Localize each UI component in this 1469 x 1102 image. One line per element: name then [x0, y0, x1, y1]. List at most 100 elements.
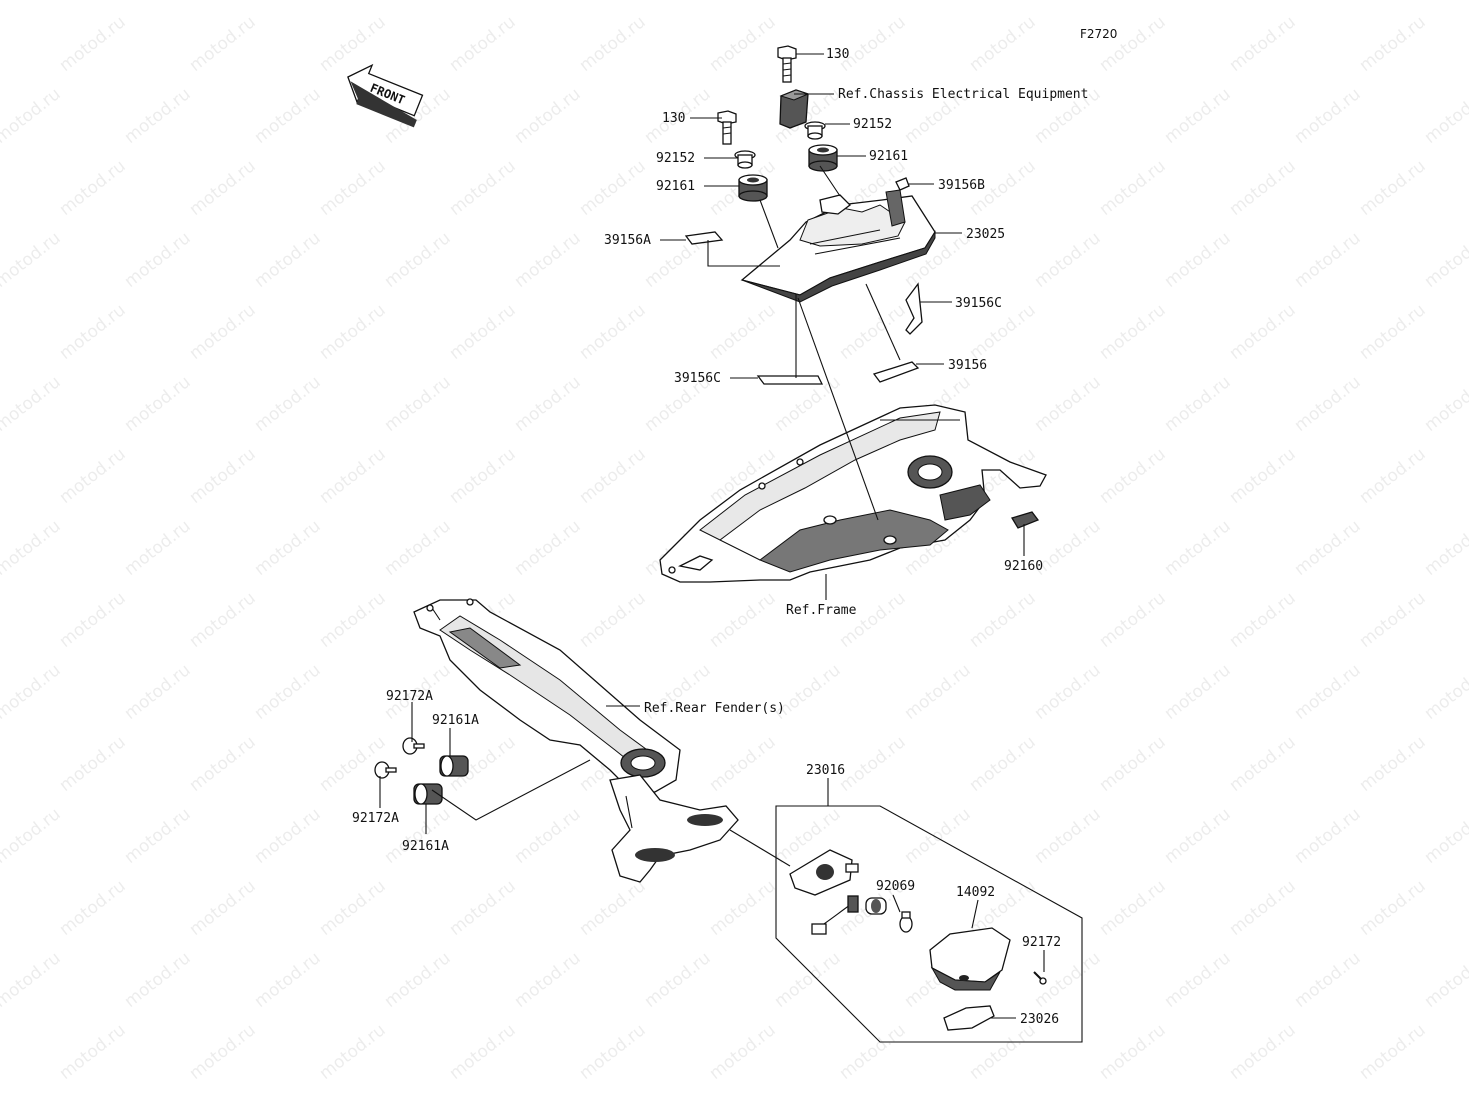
- watermark-text: motod.ru: [1291, 660, 1365, 724]
- watermark-text: motod.ru: [1096, 444, 1170, 508]
- watermark-text: motod.ru: [511, 0, 585, 4]
- watermark-text: motod.ru: [381, 228, 455, 292]
- watermark-text: motod.ru: [1161, 516, 1235, 580]
- watermark-text: motod.ru: [186, 876, 260, 940]
- watermark-text: motod.ru: [706, 876, 780, 940]
- collar-92152-left: [734, 150, 756, 169]
- watermark-text: motod.ru: [1031, 228, 1105, 292]
- watermark-text: motod.ru: [576, 1020, 650, 1084]
- watermark-text: motod.ru: [576, 156, 650, 220]
- watermark-text: motod.ru: [1291, 516, 1365, 580]
- wire-socket: [811, 895, 859, 935]
- label-92069: 92069: [876, 879, 915, 894]
- watermark-text: motod.ru: [446, 156, 520, 220]
- watermark-text: motod.ru: [1161, 228, 1235, 292]
- watermark-text: motod.ru: [706, 588, 780, 652]
- watermark-text: motod.ru: [0, 948, 65, 1012]
- watermark-text: motod.ru: [316, 156, 390, 220]
- watermark-text: motod.ru: [1356, 300, 1430, 364]
- watermark-text: motod.ru: [836, 300, 910, 364]
- watermark-text: motod.ru: [446, 876, 520, 940]
- watermark-text: motod.ru: [251, 228, 325, 292]
- assembly-23016-frame: [775, 805, 1083, 1043]
- watermark-text: motod.ru: [1161, 0, 1235, 4]
- watermark-text: motod.ru: [576, 12, 650, 76]
- watermark-text: motod.ru: [1421, 84, 1469, 148]
- watermark-text: motod.ru: [56, 876, 130, 940]
- watermark-text: motod.ru: [446, 1020, 520, 1084]
- watermark-text: motod.ru: [1096, 300, 1170, 364]
- watermark-text: motod.ru: [316, 12, 390, 76]
- watermark-text: motod.ru: [186, 732, 260, 796]
- watermark-text: motod.ru: [966, 12, 1040, 76]
- electrical-bracket: [779, 89, 810, 129]
- watermark-text: motod.ru: [381, 516, 455, 580]
- watermark-text: motod.ru: [576, 444, 650, 508]
- label-92172A-bottom: 92172A: [352, 811, 399, 826]
- watermark-text: motod.ru: [56, 732, 130, 796]
- watermark-text: motod.ru: [966, 1020, 1040, 1084]
- watermark-text: motod.ru: [186, 1020, 260, 1084]
- watermark-text: motod.ru: [251, 804, 325, 868]
- label-39156A: 39156A: [604, 233, 651, 248]
- watermark-text: motod.ru: [706, 732, 780, 796]
- label-92161-left: 92161: [656, 179, 695, 194]
- watermark-text: motod.ru: [0, 0, 65, 4]
- watermark-text: motod.ru: [381, 372, 455, 436]
- watermark-text: motod.ru: [0, 228, 65, 292]
- watermark-text: motod.ru: [56, 12, 130, 76]
- pad-92160: [1011, 511, 1040, 529]
- watermark-text: motod.ru: [1421, 948, 1469, 1012]
- watermark-text: motod.ru: [446, 12, 520, 76]
- watermark-text: motod.ru: [316, 1020, 390, 1084]
- watermark-text: motod.ru: [966, 588, 1040, 652]
- label-92172: 92172: [1022, 935, 1061, 950]
- watermark-text: motod.ru: [186, 300, 260, 364]
- watermark-text: motod.ru: [1356, 876, 1430, 940]
- label-39156C-left: 39156C: [674, 371, 721, 386]
- ref-frame-label: Ref.Frame: [786, 603, 857, 618]
- watermark-text: motod.ru: [0, 516, 65, 580]
- watermark-text: motod.ru: [381, 948, 455, 1012]
- watermark-text: motod.ru: [576, 300, 650, 364]
- watermark-text: motod.ru: [1421, 228, 1469, 292]
- screw-92172A-bottom: [374, 761, 397, 779]
- watermark-text: motod.ru: [316, 444, 390, 508]
- watermark-text: motod.ru: [56, 300, 130, 364]
- watermark-text: motod.ru: [0, 84, 65, 148]
- watermark-text: motod.ru: [1356, 156, 1430, 220]
- watermark-text: motod.ru: [1031, 804, 1105, 868]
- watermark-text: motod.ru: [1161, 372, 1235, 436]
- watermark-text: motod.ru: [0, 804, 65, 868]
- watermark-text: motod.ru: [121, 372, 195, 436]
- watermark-text: motod.ru: [1096, 1020, 1170, 1084]
- watermark-text: motod.ru: [1161, 804, 1235, 868]
- watermark-text: motod.ru: [1096, 876, 1170, 940]
- diagram-code: F2720: [1080, 27, 1117, 41]
- watermark-text: motod.ru: [901, 0, 975, 4]
- bolt-130-left: [717, 110, 737, 145]
- watermark-text: motod.ru: [1421, 0, 1469, 4]
- pad-39156: [872, 361, 920, 383]
- label-92152-left: 92152: [656, 151, 695, 166]
- watermark-text: motod.ru: [316, 876, 390, 940]
- watermark-text: motod.ru: [1421, 804, 1469, 868]
- watermark-text: motod.ru: [1161, 660, 1235, 724]
- watermark-text: motod.ru: [56, 156, 130, 220]
- watermark-text: motod.ru: [1031, 372, 1105, 436]
- label-92161A-top: 92161A: [432, 713, 479, 728]
- watermark-text: motod.ru: [251, 948, 325, 1012]
- watermark-text: motod.ru: [1226, 300, 1300, 364]
- watermark-text: motod.ru: [251, 84, 325, 148]
- watermark-text: motod.ru: [836, 12, 910, 76]
- watermark-text: motod.ru: [641, 0, 715, 4]
- watermark-text: motod.ru: [511, 804, 585, 868]
- watermark-text: motod.ru: [121, 660, 195, 724]
- screw-92172A-top: [402, 737, 425, 755]
- watermark-text: motod.ru: [121, 948, 195, 1012]
- label-92161-right: 92161: [869, 149, 908, 164]
- watermark-text: motod.ru: [1421, 372, 1469, 436]
- watermark-text: motod.ru: [1096, 156, 1170, 220]
- watermark-text: motod.ru: [1226, 1020, 1300, 1084]
